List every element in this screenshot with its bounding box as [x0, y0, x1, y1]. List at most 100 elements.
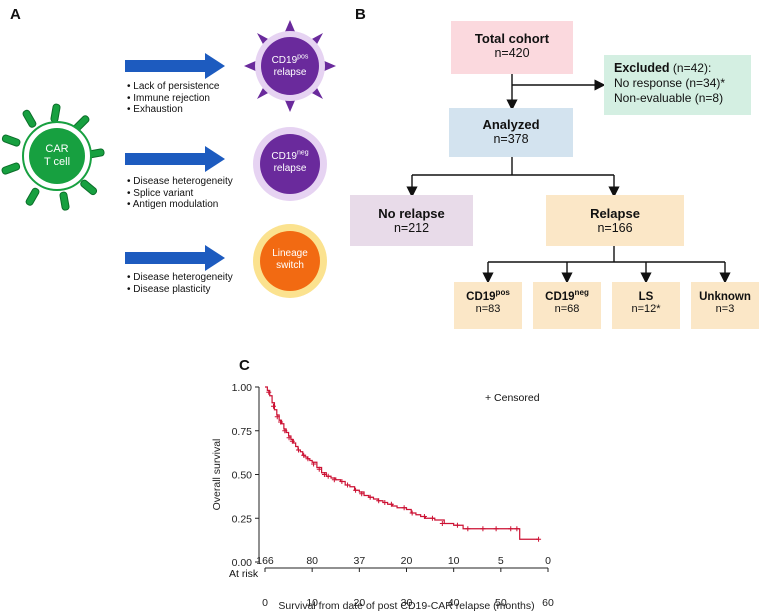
- subgroup-name: CD19: [545, 291, 575, 303]
- bullet-list-row3: Disease heterogeneity Disease plasticity: [127, 272, 233, 295]
- censor-mark: [409, 510, 415, 516]
- x-tick-label: 20: [353, 597, 365, 609]
- panel-c-letter: C: [239, 357, 250, 374]
- analyzed-title: Analyzed: [482, 117, 540, 132]
- subgroup-sup: neg: [574, 288, 589, 298]
- censor-mark: [382, 500, 388, 505]
- censor-mark: [353, 487, 359, 493]
- censor-mark: [266, 389, 272, 395]
- censor-mark: [401, 505, 407, 511]
- y-tick-label: 0.00: [232, 557, 253, 569]
- cd19pos-relapse-circle: [244, 20, 336, 112]
- censor-mark: [301, 452, 307, 458]
- x-axis-label: Survival from date of post CD19-CAR rela…: [278, 600, 534, 612]
- car-label-line1: CAR: [45, 143, 69, 155]
- at-risk-value: 20: [401, 555, 413, 567]
- subgroup-name: Unknown: [699, 291, 751, 303]
- circle-name: CD19: [271, 55, 298, 66]
- y-axis-label: Overall survival: [211, 439, 223, 511]
- x-tick-label: 50: [495, 597, 507, 609]
- subgroup-ls-box: LS n=12*: [612, 282, 680, 329]
- lineage-switch-label: Lineage switch: [260, 248, 320, 272]
- total-cohort-count: n=420: [494, 46, 530, 60]
- subgroup-name: CD19: [466, 291, 496, 303]
- flowchart-connectors: [406, 74, 731, 284]
- cd19neg-relapse-label: CD19neg relapse: [260, 149, 320, 175]
- at-risk-label: At risk: [229, 568, 259, 580]
- subgroup-count: n=3: [715, 303, 735, 315]
- subgroup-cd19neg-box: CD19neg n=68: [533, 282, 601, 329]
- censor-mark: [454, 522, 460, 528]
- censor-mark: [325, 473, 331, 479]
- censor-mark: [286, 435, 292, 441]
- subgroup-name: LS: [638, 291, 654, 303]
- excluded-count: (n=42):: [672, 61, 712, 75]
- x-tick-label: 60: [542, 597, 554, 609]
- censor-mark: [388, 501, 394, 507]
- censor-mark: [359, 491, 365, 497]
- analyzed-count: n=378: [493, 132, 529, 146]
- relapse-count: n=166: [597, 221, 633, 235]
- survival-curve: [265, 386, 539, 540]
- circle-sup: neg: [296, 149, 309, 157]
- censor-mark: [321, 472, 327, 477]
- panel-b-letter: B: [355, 6, 366, 23]
- bullet-list-row2: Disease heterogeneity Splice variant Ant…: [127, 176, 233, 211]
- cd19neg-relapse-circle: [253, 127, 327, 201]
- bullet-item: Disease heterogeneity: [127, 272, 233, 284]
- censor-mark: [508, 526, 514, 532]
- no-relapse-count: n=212: [393, 221, 430, 235]
- at-risk-value: 80: [306, 555, 318, 567]
- censor-mark: [536, 536, 542, 542]
- censor-mark: [316, 466, 322, 472]
- x-tick-label: 10: [306, 597, 318, 609]
- lineage-switch-circle: [253, 224, 327, 298]
- bullet-item: Disease heterogeneity: [127, 176, 233, 188]
- bullet-item: Exhaustion: [127, 104, 219, 116]
- circle-line2: relapse: [273, 163, 307, 174]
- censor-mark: [345, 482, 351, 488]
- excluded-title: Excluded: [614, 61, 670, 75]
- at-risk-value: 166: [256, 555, 274, 567]
- y-tick-label: 0.75: [232, 426, 253, 438]
- car-t-cell-illustration: [1, 103, 105, 211]
- panel-a-letter: A: [10, 6, 21, 23]
- total-cohort-title: Total cohort: [474, 31, 550, 46]
- x-tick-label: 0: [262, 597, 268, 609]
- bullet-item: Antigen modulation: [127, 199, 233, 211]
- subgroup-count: n=12*: [631, 303, 661, 315]
- arrow-row2: [125, 146, 225, 172]
- x-tick-label: 30: [401, 597, 413, 609]
- censor-mark: [421, 514, 427, 519]
- arrow-row1: [125, 53, 225, 79]
- censor-mark: [376, 498, 382, 504]
- at-risk-value: 0: [545, 555, 551, 567]
- analyzed-box: Analyzed n=378: [449, 108, 573, 157]
- no-relapse-title: No relapse: [378, 206, 445, 221]
- cd19pos-relapse-label: CD19pos relapse: [260, 54, 320, 79]
- subgroup-count: n=68: [554, 303, 580, 315]
- censor-mark: [331, 477, 337, 483]
- censor-mark: [439, 521, 445, 526]
- bullet-item: Splice variant: [127, 188, 233, 200]
- censor-mark: [465, 526, 471, 532]
- excluded-no-response: No response (n=34)*: [614, 76, 726, 90]
- circle-line2: switch: [276, 260, 304, 271]
- censored-legend: + Censored: [485, 392, 540, 404]
- circle-name: CD19: [271, 151, 297, 162]
- bullet-list-row1: Lack of persistence Immune rejection Exh…: [127, 81, 219, 116]
- relapse-title: Relapse: [590, 206, 640, 221]
- censor-mark: [289, 438, 295, 444]
- censor-mark: [270, 403, 276, 409]
- censor-mark: [305, 456, 311, 462]
- car-label-line2: T cell: [43, 156, 71, 168]
- at-risk-value: 5: [498, 555, 504, 567]
- bullet-item: Lack of persistence: [127, 81, 219, 93]
- relapse-box: Relapse n=166: [546, 195, 684, 246]
- censor-mark: [295, 447, 301, 453]
- x-tick-label: 40: [448, 597, 460, 609]
- censor-mark: [429, 515, 435, 521]
- at-risk-value: 37: [353, 555, 365, 567]
- y-tick-label: 0.50: [232, 470, 253, 482]
- bullet-item: Disease plasticity: [127, 284, 233, 296]
